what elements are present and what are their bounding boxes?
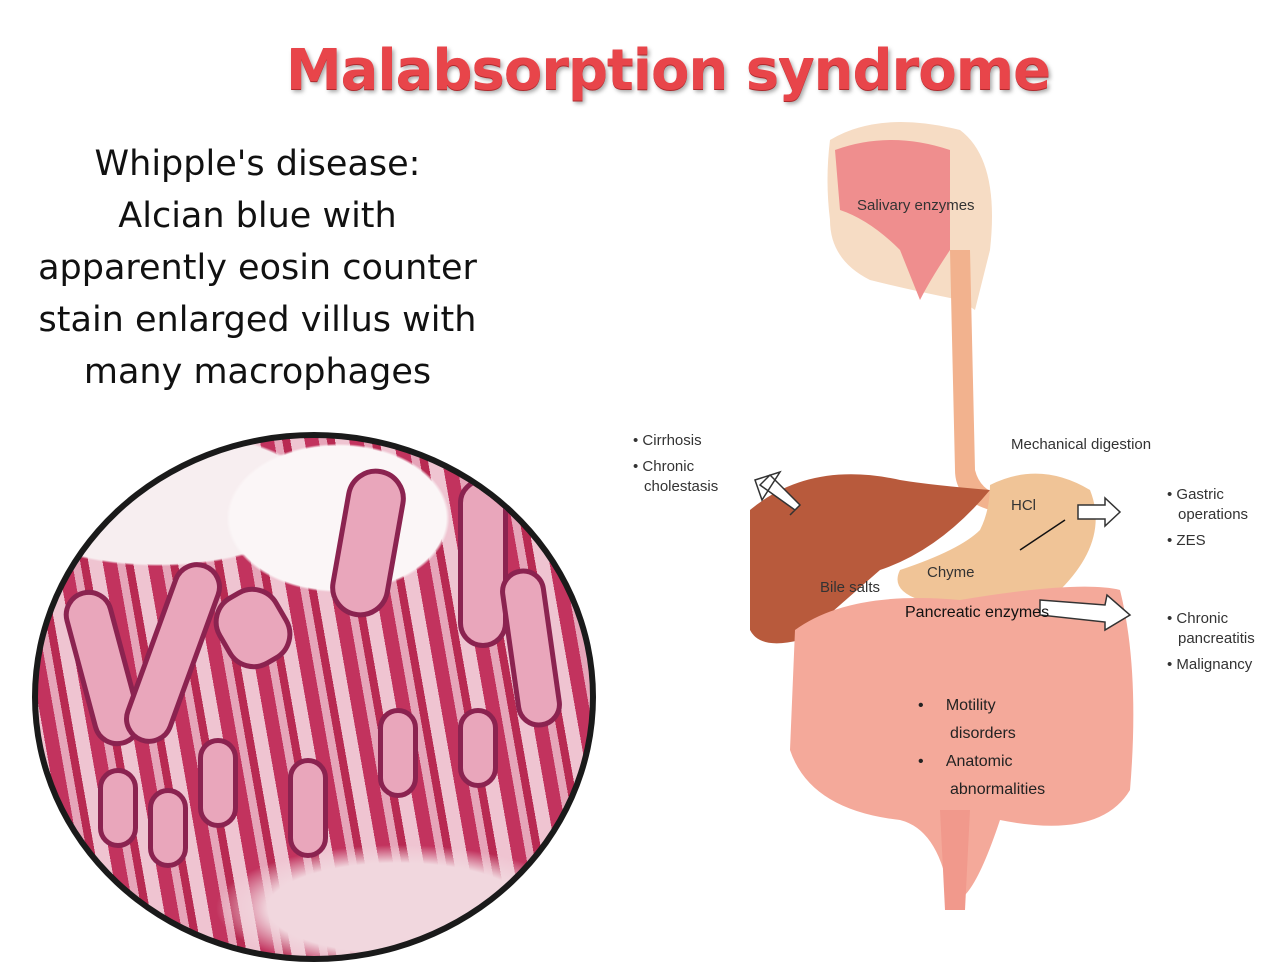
description-line: Alcian blue with <box>118 196 397 236</box>
description-text: Whipple's disease: Alcian blue with appa… <box>20 138 495 398</box>
description-line: many macrophages <box>83 352 432 392</box>
description-line: stain enlarged villus with <box>38 300 477 340</box>
esophagus <box>950 250 1000 510</box>
slide-title: Malabsorption syndrome <box>285 38 1051 103</box>
hcl-arrow <box>1019 519 1066 551</box>
digestive-system-diagram <box>750 122 1134 910</box>
arrow-stomach <box>1077 496 1122 528</box>
arrow-liver <box>754 470 802 516</box>
label-bile-salts: Bile salts <box>820 579 881 596</box>
pancreas-causes: • Chronic pancreatitis • Malignancy <box>1167 610 1255 673</box>
label-hcl: HCl <box>1011 497 1036 514</box>
liver-causes: • Cirrhosis • Chronic cholestasis <box>633 432 719 495</box>
description-line: apparently eosin counter <box>38 248 477 288</box>
stomach <box>897 473 1096 604</box>
histology-micrograph <box>32 432 596 962</box>
label-salivary-enzymes: Salivary enzymes <box>857 197 975 214</box>
rectum <box>940 810 970 910</box>
label-pancreatic-enzymes: Pancreatic enzymes <box>905 604 1050 621</box>
gastric-causes: • Gastric operations • ZES <box>1167 486 1249 549</box>
oral-cavity <box>835 140 950 300</box>
label-mechanical-digestion: Mechanical digestion <box>1011 436 1152 453</box>
label-chyme: Chyme <box>927 564 975 581</box>
small-intestine <box>790 586 1134 901</box>
arrow-pancreas <box>1039 593 1132 632</box>
description-line: Whipple's disease: <box>94 144 421 184</box>
liver <box>750 474 990 644</box>
intestine-causes: • Motility disorders • Anatomic abnormal… <box>918 697 1046 798</box>
